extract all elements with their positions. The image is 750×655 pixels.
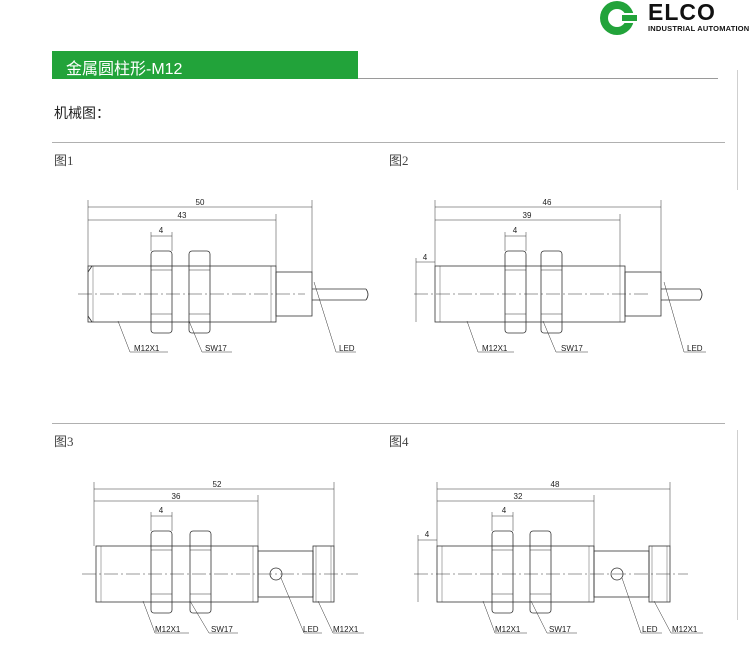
elco-logo: ELCO INDUSTRIAL AUTOMATION (598, 0, 750, 40)
figure-4-label: 图4 (389, 434, 409, 449)
fig4-wrench-label: SW17 (549, 625, 571, 634)
fig2-dim-overall: 46 (543, 198, 552, 207)
fig1-thread-label: M12X1 (134, 344, 160, 353)
figure-4-drawing (414, 482, 703, 634)
fig4-dim-tip: 4 (425, 530, 430, 539)
fig3-dim-thread: 36 (172, 492, 181, 501)
fig2-dim-nut: 4 (513, 226, 518, 235)
fig3-dim-overall: 52 (213, 480, 222, 489)
banner-divider (358, 78, 718, 79)
category-banner: 金属圆柱形-M12 (52, 51, 358, 79)
fig3-connector-label: M12X1 (333, 625, 359, 634)
figure-3-drawing (82, 482, 364, 634)
divider-top (52, 142, 725, 143)
right-edge-line (737, 70, 738, 190)
figure-1-drawing (78, 200, 369, 353)
fig4-dim-overall: 48 (551, 480, 560, 489)
fig2-dim-thread: 39 (523, 211, 532, 220)
figure-2-drawing (414, 200, 706, 353)
brand-name: ELCO (648, 0, 716, 25)
brand-tagline: INDUSTRIAL AUTOMATION (648, 24, 750, 33)
fig2-thread-label: M12X1 (482, 344, 508, 353)
fig1-dim-overall: 50 (196, 198, 205, 207)
fig2-led-label: LED (687, 344, 703, 353)
fig1-wrench-label: SW17 (205, 344, 227, 353)
fig4-dim-nut: 4 (502, 506, 507, 515)
fig4-connector-label: M12X1 (672, 625, 698, 634)
right-edge-line-lower (737, 430, 738, 620)
fig1-dim-nut: 4 (159, 226, 164, 235)
figure-1-label: 图1 (54, 153, 74, 168)
fig1-dim-thread: 43 (178, 211, 187, 220)
fig4-thread-label: M12X1 (495, 625, 521, 634)
fig3-wrench-label: SW17 (211, 625, 233, 634)
fig4-dim-thread: 32 (514, 492, 523, 501)
fig2-dim-tip: 4 (423, 253, 428, 262)
fig3-thread-label: M12X1 (155, 625, 181, 634)
fig2-wrench-label: SW17 (561, 344, 583, 353)
figure-2-label: 图2 (389, 153, 409, 168)
divider-middle (52, 423, 725, 424)
fig3-dim-nut: 4 (159, 506, 164, 515)
fig4-led-label: LED (642, 625, 658, 634)
fig1-led-label: LED (339, 344, 355, 353)
mechanical-drawing-title: 机械图： (54, 105, 110, 121)
elco-logo-mark (600, 1, 637, 35)
banner-title: 金属圆柱形-M12 (66, 61, 183, 78)
figure-3-label: 图3 (54, 434, 74, 449)
fig3-led-label: LED (303, 625, 319, 634)
